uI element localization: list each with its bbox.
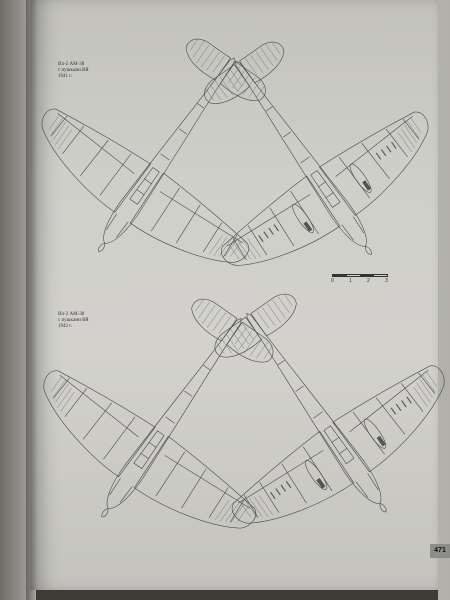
- scale-bar-segment: [333, 275, 347, 276]
- scale-tick-label: 1: [349, 278, 352, 284]
- scale-tick-label: 2: [367, 278, 370, 284]
- book-spine-shadow: [26, 0, 38, 600]
- figure-2-top-view: [0, 245, 345, 590]
- caption-line: с пушками ВЯ: [58, 318, 89, 323]
- scale-tick-label: 0: [331, 278, 334, 284]
- figure-1-caption: Ил-2 АМ-38 с пушками ВЯ 1941 г.: [58, 62, 89, 80]
- caption-line: 1941 г.: [58, 74, 72, 79]
- figure-1-bottom-view: [135, 0, 450, 325]
- caption-line: Ил-2 АМ-38: [58, 62, 85, 67]
- page-stack-edge: [438, 0, 450, 600]
- page-number: 471: [430, 544, 450, 558]
- caption-line: Ил-2 АМ-38: [58, 312, 85, 317]
- scale-bar-segment: [360, 275, 374, 276]
- scale-bar-line: [332, 274, 388, 277]
- scale-bar: 0 1 2 3: [331, 270, 392, 284]
- figure-2-bottom-view: [144, 241, 450, 584]
- scale-tick-label: 3: [385, 278, 388, 284]
- figure-1-top-view: [0, 0, 336, 323]
- caption-line: 1942 г.: [58, 324, 72, 329]
- figure-2-caption: Ил-2 АМ-38 с пушками ВЯ 1942 г.: [58, 312, 89, 330]
- caption-line: с пушками ВЯ: [58, 68, 89, 73]
